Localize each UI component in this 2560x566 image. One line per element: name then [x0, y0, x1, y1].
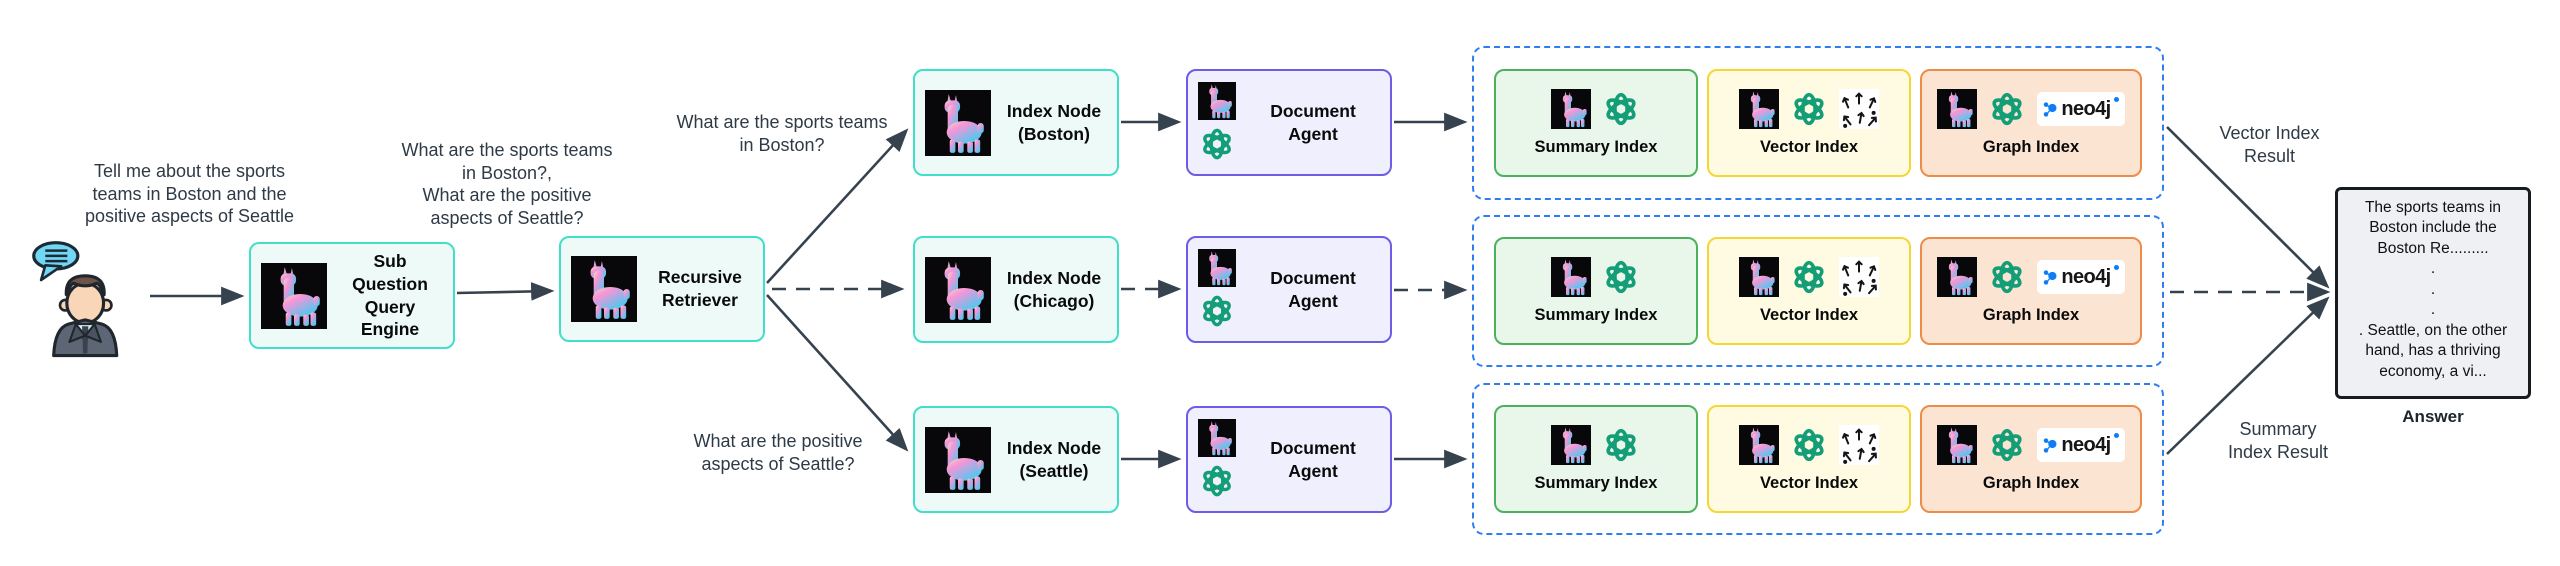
question-seattle-text: What are the positive aspects of Seattle… [693, 431, 863, 474]
index-label: Summary Index [1534, 138, 1658, 156]
llamaindex-icon [925, 427, 991, 493]
llamaindex-icon [1198, 82, 1236, 120]
llamaindex-icon [1739, 89, 1779, 129]
answer-box: The sports teams in Boston include the B… [2335, 187, 2531, 399]
neo4j-icon: neo4j [2037, 92, 2125, 126]
vector-index-box: Vector Index [1707, 69, 1911, 177]
node-label: Index Node (Boston) [1006, 100, 1102, 144]
neo4j-j-dot [2113, 97, 2119, 102]
node-label: Document Agent [1270, 100, 1356, 144]
index-label: Vector Index [1759, 474, 1859, 492]
neo4j-j-dot [2113, 433, 2119, 438]
llamaindex-icon [261, 263, 327, 329]
llamaindex-icon [1937, 257, 1977, 297]
recursive-retriever-node: Recursive Retriever [559, 236, 765, 342]
index-cluster-row-2: Summary Index Vector Index [1472, 215, 2164, 367]
openai-icon [1987, 425, 2027, 465]
openai-icon [1987, 89, 2027, 129]
speech-bubble-icon [32, 241, 80, 282]
vector-index-result-label: Vector Index Result [2219, 123, 2320, 166]
index-cluster-row-3: Summary Index Vector Index [1472, 383, 2164, 535]
llamaindex-icon [1937, 425, 1977, 465]
llamaindex-icon [571, 256, 637, 322]
llamaindex-icon [1937, 89, 1977, 129]
summary-index-result-label: Summary Index Result [2227, 419, 2329, 462]
node-label: Index Node (Chicago) [1006, 267, 1102, 311]
node-label: Document Agent [1270, 437, 1356, 481]
vector-index-box: Vector Index [1707, 405, 1911, 513]
index-label: Summary Index [1534, 474, 1658, 492]
index-node-seattle: Index Node (Seattle) [913, 406, 1119, 513]
neo4j-graph-mark [2044, 101, 2057, 117]
vector-scatter-icon [1839, 425, 1879, 465]
graph-index-box: neo4j Graph Index [1920, 237, 2142, 345]
openai-icon [1601, 257, 1641, 297]
index-label: Graph Index [1982, 306, 2080, 324]
llamaindex-icon [925, 257, 991, 323]
openai-icon [1789, 257, 1829, 297]
node-label: Recursive Retriever [658, 267, 742, 310]
answer-caption: Answer [2402, 407, 2464, 426]
llamaindex-icon [1198, 249, 1236, 287]
openai-icon [1789, 425, 1829, 465]
index-cluster-row-1: Summary Index Vector Index [1472, 46, 2164, 200]
neo4j-graph-mark [2044, 437, 2057, 453]
vector-scatter-icon [1839, 257, 1879, 297]
openai-icon [1198, 125, 1236, 163]
summary-index-box: Summary Index [1494, 405, 1698, 513]
neo4j-icon: neo4j [2037, 260, 2125, 294]
llamaindex-icon [1551, 89, 1591, 129]
node-label: Index Node (Seattle) [1006, 437, 1102, 481]
openai-icon [1601, 89, 1641, 129]
document-agent-boston: Document Agent [1186, 69, 1392, 176]
node-label: Sub Question Query Engine [352, 251, 428, 340]
neo4j-icon: neo4j [2037, 428, 2125, 462]
neo4j-graph-mark [2044, 269, 2057, 285]
node-label: Document Agent [1270, 267, 1356, 311]
user-query-text: Tell me about the sports teams in Boston… [84, 161, 295, 227]
user-avatar [32, 241, 119, 358]
llamaindex-icon [1739, 425, 1779, 465]
neo4j-wordmark: neo4j [2061, 434, 2111, 456]
openai-icon [1198, 292, 1236, 330]
openai-icon [1198, 462, 1236, 500]
document-agent-chicago: Document Agent [1186, 236, 1392, 343]
llamaindex-icon [1198, 419, 1236, 457]
neo4j-j-dot [2113, 265, 2119, 270]
summary-index-box: Summary Index [1494, 69, 1698, 177]
index-label: Vector Index [1759, 306, 1859, 324]
llamaindex-icon [1739, 257, 1779, 297]
neo4j-wordmark: neo4j [2061, 266, 2111, 288]
llamaindex-icon [925, 90, 991, 156]
openai-icon [1601, 425, 1641, 465]
vector-index-box: Vector Index [1707, 237, 1911, 345]
openai-icon [1789, 89, 1829, 129]
index-label: Vector Index [1759, 138, 1859, 156]
vector-scatter-icon [1839, 89, 1879, 129]
index-node-chicago: Index Node (Chicago) [913, 236, 1119, 343]
index-label: Graph Index [1982, 474, 2080, 492]
graph-index-box: neo4j Graph Index [1920, 69, 2142, 177]
question-boston-text: What are the sports teams in Boston? [676, 112, 888, 155]
llamaindex-icon [1551, 257, 1591, 297]
graph-index-box: neo4j Graph Index [1920, 405, 2142, 513]
sub-question-query-engine-node: Sub Question Query Engine [249, 242, 455, 349]
index-node-boston: Index Node (Boston) [913, 69, 1119, 176]
document-agent-seattle: Document Agent [1186, 406, 1392, 513]
summary-index-box: Summary Index [1494, 237, 1698, 345]
neo4j-wordmark: neo4j [2061, 98, 2111, 120]
index-label: Graph Index [1982, 138, 2080, 156]
person-figure [52, 274, 119, 358]
sub-questions-text: What are the sports teams in Boston?, Wh… [401, 140, 613, 229]
index-label: Summary Index [1534, 306, 1658, 324]
llamaindex-icon [1551, 425, 1591, 465]
openai-icon [1987, 257, 2027, 297]
